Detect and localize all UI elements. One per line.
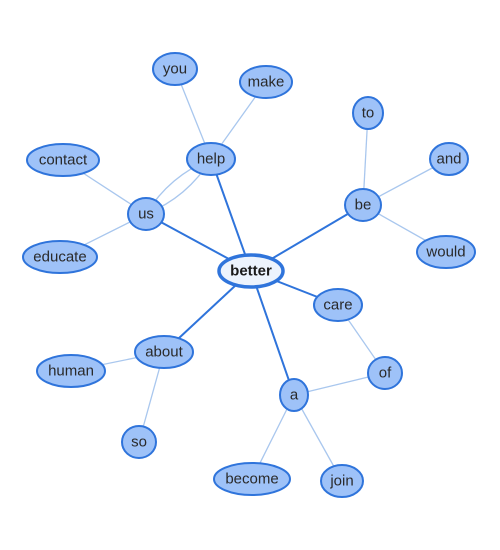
node-join[interactable]: join xyxy=(320,464,364,498)
node-shape xyxy=(186,142,236,176)
node-shape xyxy=(213,462,291,496)
node-label-of: of xyxy=(379,365,392,382)
node-label-us: us xyxy=(138,206,154,223)
node-make[interactable]: make xyxy=(239,65,293,99)
node-human[interactable]: human xyxy=(36,354,106,388)
node-shape xyxy=(127,197,165,231)
node-of[interactable]: of xyxy=(367,356,403,390)
node-about[interactable]: about xyxy=(134,335,194,369)
node-shape xyxy=(313,288,363,322)
node-label-would: would xyxy=(425,244,465,261)
node-to[interactable]: to xyxy=(352,96,384,130)
node-and[interactable]: and xyxy=(429,142,469,176)
node-so[interactable]: so xyxy=(121,425,157,459)
node-shape xyxy=(217,253,285,289)
node-educate[interactable]: educate xyxy=(22,240,98,274)
node-layer: better help you make us contact educate be to and… xyxy=(22,52,476,498)
node-label-educate: educate xyxy=(33,249,86,266)
node-shape xyxy=(344,188,382,222)
node-label-human: human xyxy=(48,363,94,380)
node-shape xyxy=(416,235,476,269)
node-shape xyxy=(36,354,106,388)
node-shape xyxy=(134,335,194,369)
node-shape xyxy=(239,65,293,99)
node-label-join: join xyxy=(329,473,353,490)
node-label-and: and xyxy=(436,151,461,168)
node-label-you: you xyxy=(163,61,187,78)
node-become[interactable]: become xyxy=(213,462,291,496)
edge-better-a xyxy=(250,270,295,396)
node-care[interactable]: care xyxy=(313,288,363,322)
node-would[interactable]: would xyxy=(416,235,476,269)
node-shape xyxy=(429,142,469,176)
node-label-a: a xyxy=(290,387,299,404)
node-shape xyxy=(152,52,198,86)
node-label-about: about xyxy=(145,344,183,361)
node-shape xyxy=(320,464,364,498)
node-shape xyxy=(279,378,309,412)
node-help[interactable]: help xyxy=(186,142,236,176)
node-shape xyxy=(22,240,98,274)
node-a[interactable]: a xyxy=(279,378,309,412)
node-label-care: care xyxy=(323,297,352,314)
node-better[interactable]: better xyxy=(217,253,285,289)
node-label-to: to xyxy=(362,105,375,122)
node-label-make: make xyxy=(248,74,285,91)
node-label-so: so xyxy=(131,434,147,451)
node-us[interactable]: us xyxy=(127,197,165,231)
node-label-become: become xyxy=(225,471,278,488)
node-shape xyxy=(352,96,384,130)
edge-better-help xyxy=(210,158,252,272)
node-contact[interactable]: contact xyxy=(26,143,100,177)
node-shape xyxy=(367,356,403,390)
node-be[interactable]: be xyxy=(344,188,382,222)
node-shape xyxy=(26,143,100,177)
node-label-help: help xyxy=(197,151,225,168)
node-label-better: better xyxy=(230,263,272,280)
node-label-contact: contact xyxy=(39,152,88,169)
node-you[interactable]: you xyxy=(152,52,198,86)
node-shape xyxy=(121,425,157,459)
node-label-be: be xyxy=(355,197,372,214)
